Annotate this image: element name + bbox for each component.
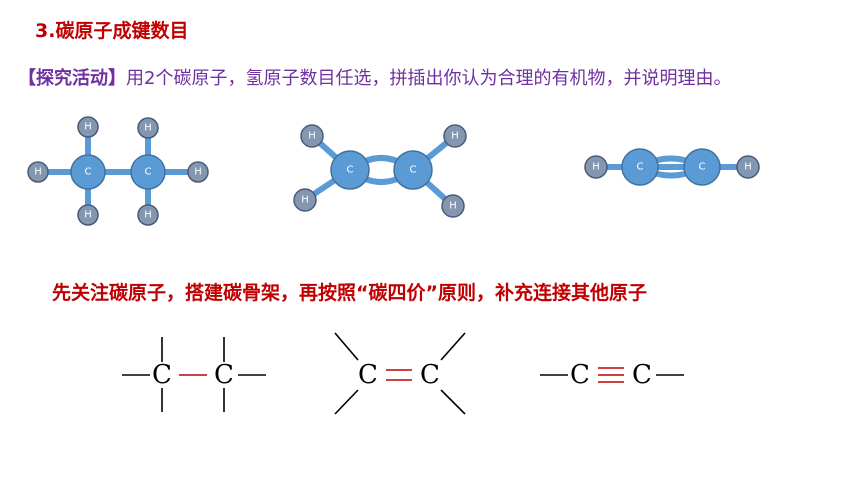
h-label: H [451, 131, 459, 142]
h-label: H [144, 210, 152, 221]
hydrogen-atom [441, 194, 465, 218]
c-label: C [145, 167, 152, 178]
hydrogen-atom [300, 124, 324, 148]
single-bond-structure: C C [122, 337, 266, 412]
hydrogen-atom [137, 117, 159, 139]
ethane-model: H H H H H H C C [27, 116, 209, 226]
c-label: C [347, 165, 354, 176]
triple-bond-structure: C C [540, 360, 684, 390]
hydrogen-atom [736, 155, 760, 179]
c-label: C [637, 162, 644, 173]
hydrogen-atom [584, 155, 608, 179]
c-label: C [410, 165, 417, 176]
hydrogen-atom [77, 116, 99, 138]
carbon-tetravalence-note: 先关注碳原子，搭建碳骨架，再按照“碳四价”原则，补充连接其他原子 [52, 282, 647, 304]
ethyne-model: H H C C [584, 148, 760, 186]
carbon-atom [330, 150, 370, 190]
c-label: C [699, 162, 706, 173]
hydrogen-atom [77, 204, 99, 226]
activity-prompt: 【探究活动】用2个碳原子，氢原子数目任选，拼插出你认为合理的有机物，并说明理由。 [18, 64, 731, 90]
h-label: H [592, 162, 600, 173]
h-label: H [84, 210, 92, 221]
activity-text: 用2个碳原子，氢原子数目任选，拼插出你认为合理的有机物，并说明理由。 [126, 68, 732, 89]
carbon-atom [393, 150, 433, 190]
carbon-atom [130, 154, 166, 190]
ethene-model: H H H H C C [293, 124, 467, 218]
hydrogen-atom [137, 204, 159, 226]
hydrogen-atom [27, 161, 49, 183]
carbon-atom [621, 148, 659, 186]
carbon-symbol: C [214, 360, 234, 390]
carbon-atom [683, 148, 721, 186]
activity-label: 【探究活动】 [18, 68, 126, 89]
h-label: H [84, 122, 92, 133]
h-label: H [449, 201, 457, 212]
h-label: H [744, 162, 752, 173]
carbon-symbol: C [632, 360, 652, 390]
h-label: H [301, 195, 309, 206]
double-bond-structure: C C [334, 332, 466, 415]
h-label: H [194, 167, 202, 178]
carbon-symbol: C [570, 360, 590, 390]
carbon-symbol: C [152, 360, 172, 390]
carbon-atom [70, 154, 106, 190]
carbon-symbol: C [358, 360, 378, 390]
hydrogen-atom [293, 188, 317, 212]
h-label: H [308, 131, 316, 142]
c-label: C [85, 167, 92, 178]
hydrogen-atom [443, 124, 467, 148]
hydrogen-atom [187, 161, 209, 183]
section-title: 3.碳原子成键数目 [35, 20, 189, 42]
h-label: H [144, 123, 152, 134]
h-label: H [34, 167, 42, 178]
carbon-symbol: C [420, 360, 440, 390]
